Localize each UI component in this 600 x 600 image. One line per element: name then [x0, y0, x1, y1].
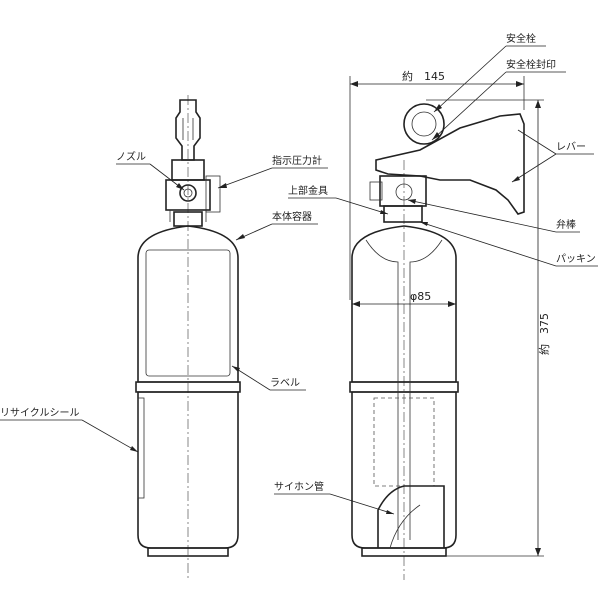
side-inner-curve-2: [409, 239, 443, 540]
leader-body-arrow: [236, 234, 245, 240]
label-lever: レバー: [556, 141, 586, 153]
label-valve-rod: 弁棒: [556, 218, 576, 231]
side-body-upper: [351, 225, 457, 383]
leader-label-arrow: [232, 366, 240, 372]
label-siphon-tube: サイホン管: [274, 480, 324, 493]
leader-lever-top: [517, 129, 557, 155]
leader-nozzle-arrow: [176, 183, 184, 190]
label-label: ラベル: [270, 377, 300, 389]
side-siphon-cutaway: [377, 485, 445, 548]
side-lever: [375, 113, 525, 215]
label-nozzle: ノズル: [116, 150, 146, 163]
dim-width-arrow-left: [350, 81, 358, 87]
side-valve-circle: [395, 183, 413, 201]
dimensions: 約 145 約 375 φ85: [349, 69, 551, 557]
leader-siphon-arrow: [386, 510, 394, 514]
side-base: [361, 547, 447, 557]
front-base: [147, 547, 229, 557]
dim-width-arrow-right: [516, 81, 524, 87]
dim-height-value: 375: [538, 313, 551, 334]
front-nozzle-outlet: [179, 184, 197, 202]
leader-packing-arrow: [420, 222, 428, 226]
leader-safety-pin-arrow: [434, 104, 442, 112]
dim-diameter-arrow-left: [352, 301, 360, 307]
dim-height-arrow-bottom: [535, 548, 541, 556]
front-view: [135, 95, 241, 580]
front-body-upper: [137, 225, 239, 383]
leader-seal: [431, 71, 507, 141]
side-siphon-curve: [389, 504, 421, 549]
side-safety-pin-inner: [411, 111, 437, 137]
label-safety-pin: 安全栓: [506, 32, 536, 45]
label-packing: パッキン: [556, 253, 596, 265]
leader-recycle: [81, 419, 139, 453]
leader-safety-pin: [433, 45, 507, 113]
front-valve-body: [165, 179, 211, 211]
leader-recycle-arrow: [130, 446, 138, 452]
label-recycle-seal: リサイクルシール: [0, 407, 80, 419]
side-safety-pin-ring: [403, 103, 445, 145]
dim-height-arrow-top: [535, 100, 541, 108]
side-callouts: 安全栓 安全栓封印 レバー 上部金具 弁棒 パッキン サイホン管: [274, 32, 598, 515]
dim-diameter-arrow-right: [448, 301, 456, 307]
front-nozzle-inner: [183, 188, 193, 198]
side-valve-body: [379, 175, 427, 207]
side-pressure-cap: [369, 181, 383, 201]
side-inner-curve: [365, 239, 399, 540]
dim-width-value: 145: [424, 70, 445, 83]
front-gauge-housing: [205, 175, 221, 213]
dim-diameter: φ85: [410, 290, 431, 303]
leader-lever-bottom: [511, 153, 557, 183]
front-callouts: ノズル 指示圧力計 本体容器 ラベル リサイクルシール: [0, 150, 328, 453]
front-label-panel: [145, 249, 231, 377]
side-upper-fitting: [383, 205, 423, 223]
leader-fitting-arrow: [380, 210, 388, 214]
label-pressure-gauge: 指示圧力計: [272, 154, 322, 167]
leader-rod-arrow: [408, 199, 416, 204]
side-band: [349, 381, 459, 393]
label-upper-fitting: 上部金具: [288, 184, 328, 197]
dim-width-prefix: 約: [402, 69, 413, 83]
leader-gauge: [217, 167, 273, 189]
leader-packing: [419, 221, 557, 267]
front-recycle-seal: [137, 397, 145, 499]
leader-fitting: [335, 197, 389, 215]
front-band: [135, 381, 241, 393]
side-view: [349, 103, 525, 580]
leader-seal-arrow: [432, 132, 440, 140]
dim-height-prefix: 約: [537, 344, 551, 355]
leader-lever-arrow: [512, 176, 520, 182]
label-body-container: 本体容器: [272, 210, 312, 223]
label-safety-pin-seal: 安全栓封印: [506, 58, 556, 71]
leader-gauge-arrow: [218, 183, 227, 188]
leader-siphon: [329, 493, 395, 515]
leader-rod: [407, 199, 557, 233]
